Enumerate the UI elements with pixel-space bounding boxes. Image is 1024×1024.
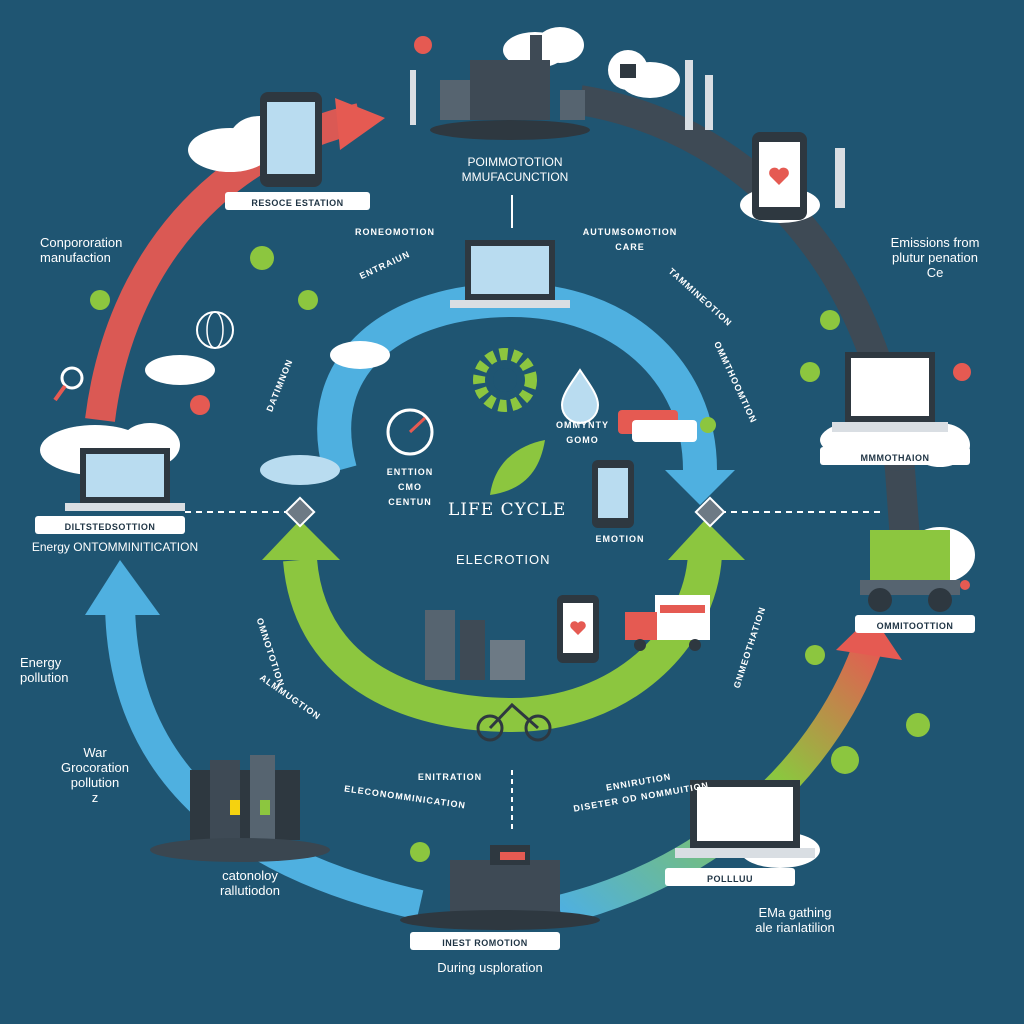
red-arrowhead-top [335,98,385,150]
laptop-icon-left [65,448,185,511]
outer-label-bottom-center: During usploration [437,960,543,975]
center-title: LIFE CYCLE [448,500,567,520]
outer-label-top-right: Emissions from plutur penation Ce [890,235,980,280]
inner-green-arrowhead-right [668,520,745,560]
label-right-truck: OMMITOOTTION [876,621,954,631]
factory-bottom [400,845,600,930]
factory-top [430,35,590,140]
diamond-left [284,496,316,528]
globe-icon [196,311,234,349]
label-bottom-factory: INEST ROMOTION [442,938,528,948]
magnifier-icon [53,366,84,402]
factory-left-lower [150,755,330,862]
label-top-factory: POIMMOTOTION MMUFACUNCTION [461,155,569,184]
outer-label-bottom-right: EMa gathing ale rianlatilion [755,905,835,935]
water-drop-icon [560,368,600,424]
dot-icon [190,36,971,590]
phone-icon-inner [592,460,634,528]
label-inner-phone: EMOTION [595,534,645,544]
lock-icon [608,50,648,90]
label-inner-drop: OMMYNTY GOMO [556,420,609,445]
center-subtitle: ELECROTION [456,552,551,567]
battery-icon [618,410,697,442]
factory-center [425,610,525,680]
inner-blue-arrowhead [665,470,735,505]
outer-label-bottom-left: catonoloy rallutiodon [220,868,280,898]
outer-label-left-mid: Energy pollution [20,655,69,685]
diamond-right [694,496,726,528]
blue-arrowhead-left [85,560,160,615]
label-left-laptop-caption: Energy ONTOMMINITICATION [31,540,199,554]
phone-icon-top-left [260,92,322,187]
outer-label-left-lower: War Grocoration pollution z [61,745,129,805]
inner-green-arrowhead-left [262,520,340,560]
inner-arc-blue [317,282,717,475]
red-arrowhead-right [836,615,902,660]
laptop-icon-bottom-right [675,780,815,858]
bicycle-icon [476,702,552,742]
phone-icon-top-right [752,132,807,220]
phone-icon-inner-lower [557,595,599,663]
laptop-icon-inner-top [450,240,570,308]
gear-icon-center [473,348,537,412]
label-strip [35,192,975,950]
label-inner-left-icon: ENTTION CMO CENTUN [386,467,434,507]
label-top-left-phone: RESOCE ESTATION [251,198,344,208]
leaf-icon-center [490,440,545,495]
outer-label-top-left: Conpororation manufaction [40,235,123,265]
label-right-laptop: MMMOTHAION [860,453,930,463]
gauge-icon [386,408,434,456]
recycle-icon [90,246,930,862]
label-left-laptop: DILTSTEDSOTTION [64,522,156,532]
truck-icon-right [860,530,960,612]
smokestack-icon [410,60,845,208]
label-inner-laptop-right: AUTUMSOMOTION CARE [582,227,678,252]
laptop-icon-right [832,352,948,432]
label-inner-laptop-top: RONEOMOTION [355,227,435,237]
label-bottom-right-laptop: POLLLUU [707,874,753,884]
arc-label-b2: ENITRATION [417,772,483,782]
truck-icon-inner [625,595,710,651]
outer-arc-grey-lower [885,468,920,542]
